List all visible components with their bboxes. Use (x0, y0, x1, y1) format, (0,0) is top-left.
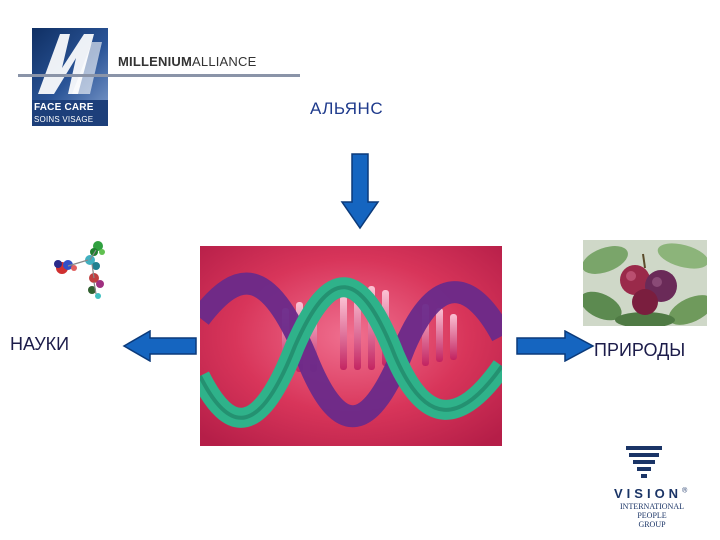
vision-subtitle: INTERNATIONAL PEOPLE GROUP (616, 502, 688, 529)
label-nature: ПРИРОДЫ (594, 340, 686, 360)
brand-underline (18, 74, 300, 77)
vision-word: VISION (614, 486, 683, 501)
logo-face-care: FACE CARE (34, 102, 94, 113)
plums-image (583, 240, 707, 326)
vision-subtitle-line1: INTERNATIONAL PEOPLE (620, 502, 684, 520)
brand-name: MILLENIUMALLIANCE (118, 54, 256, 69)
brand-name-bold: MILLENIUM (118, 54, 193, 69)
brand-name-regular: ALLIANCE (192, 54, 257, 69)
logo-soins-visage: SOINS VISAGE (34, 115, 94, 124)
dna-helix-image (200, 246, 502, 446)
vision-subtitle-line2: GROUP (638, 520, 666, 529)
arrow-left-icon (122, 330, 197, 362)
logo-ma-monogram (38, 34, 102, 94)
vision-wordmark: VISION® (614, 486, 687, 501)
vision-logo-mark (626, 446, 662, 478)
molecule-image (54, 241, 105, 299)
heading-alliance: АЛЬЯНС (310, 99, 384, 118)
arrow-down-icon (340, 153, 380, 230)
arrow-right-icon (516, 330, 595, 362)
millenium-logo: FACE CARE SOINS VISAGE (32, 28, 108, 126)
label-science: НАУКИ (10, 334, 70, 354)
registered-mark: ® (682, 487, 688, 495)
